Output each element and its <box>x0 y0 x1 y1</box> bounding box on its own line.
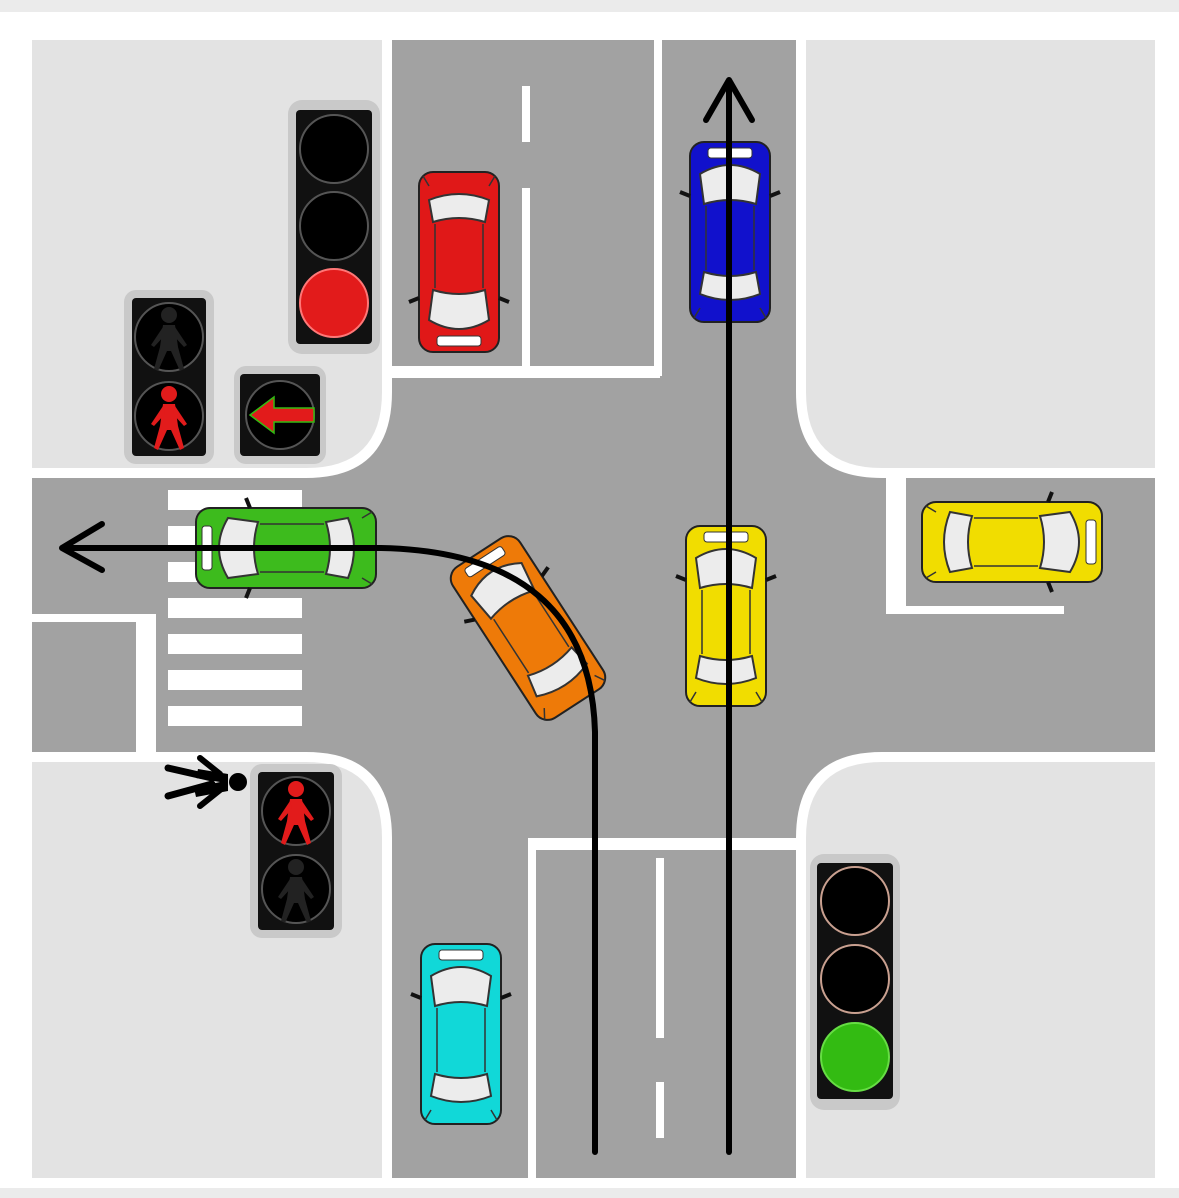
diagram-frame <box>0 12 1179 1188</box>
pedestrian-light-south <box>250 764 342 938</box>
car-body <box>920 490 1104 594</box>
lamp-top <box>299 114 369 184</box>
path-straight-north <box>703 77 755 1155</box>
path-left-turn-west <box>59 521 598 1155</box>
intersection-scene <box>32 40 1155 1178</box>
car-body <box>409 942 513 1126</box>
lamp-green-lit <box>820 1022 890 1092</box>
lane-markings <box>32 40 1064 1178</box>
arrow-light-left <box>234 366 326 464</box>
pedestrian-light-west <box>124 290 214 464</box>
lamp-middle <box>299 191 369 261</box>
left-arrow-icon <box>248 395 315 435</box>
lamp-middle <box>820 944 890 1014</box>
lamp-top <box>820 866 890 936</box>
car-yellow-east <box>920 490 1104 594</box>
main-light-south <box>810 854 900 1110</box>
car-red <box>407 170 511 354</box>
main-light-north <box>288 100 380 354</box>
car-body <box>407 170 511 354</box>
pedestrian <box>164 755 247 809</box>
road <box>32 40 1155 1178</box>
car-cyan <box>409 942 513 1126</box>
lamp-red-lit <box>299 268 369 338</box>
